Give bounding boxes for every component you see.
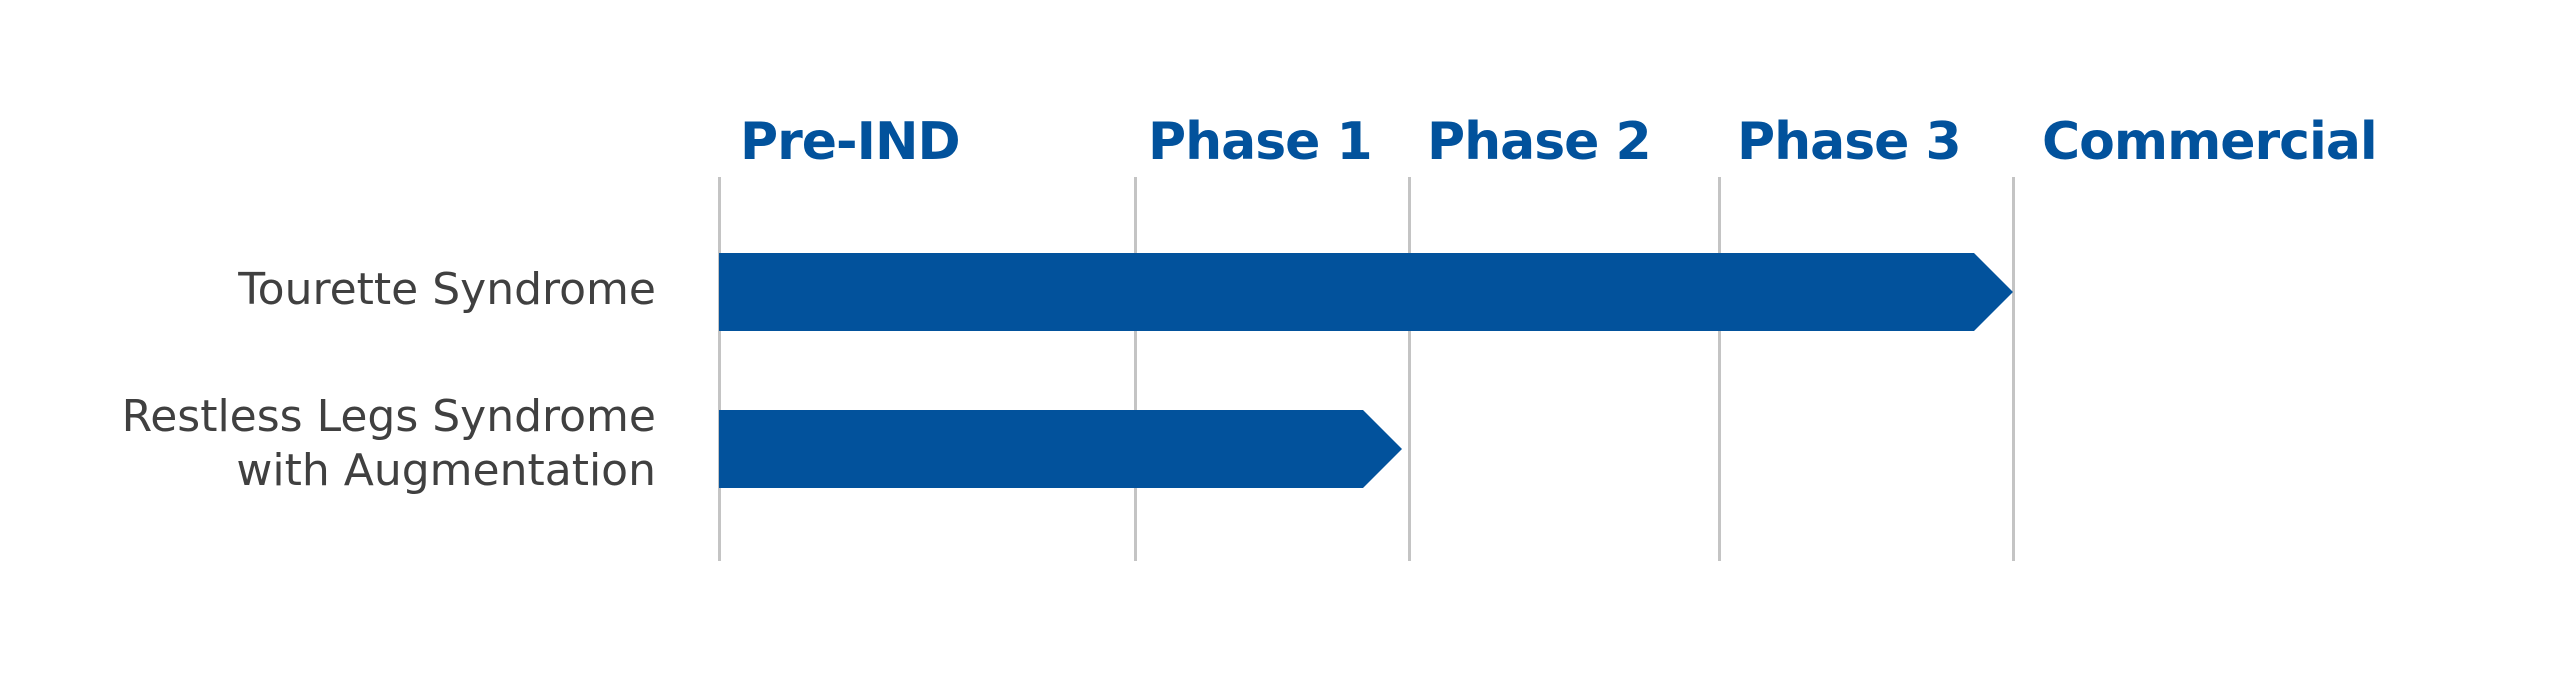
stage-header-phase-3: Phase 3 [1737,112,1962,172]
progress-bar-tourette [719,253,2013,331]
grid-line [2012,177,2015,561]
stage-header-commercial: Commercial [2042,112,2378,172]
grid-line [718,177,721,561]
row-label-tourette: Tourette Syndrome [238,263,656,317]
progress-bar-rls [719,410,1402,488]
row-label-line: Restless Legs Syndrome [121,391,656,442]
grid-line [1718,177,1721,561]
grid-line [1408,177,1411,561]
grid-line [1134,177,1137,561]
stage-header-pre-ind: Pre-IND [740,112,961,172]
row-label-line: Tourette Syndrome [238,264,656,315]
stage-header-phase-2: Phase 2 [1427,112,1652,172]
row-label-line: with Augmentation [236,445,656,496]
row-label-rls: Restless Legs Syndrome with Augmentation [122,390,656,498]
stage-header-phase-1: Phase 1 [1148,112,1373,172]
